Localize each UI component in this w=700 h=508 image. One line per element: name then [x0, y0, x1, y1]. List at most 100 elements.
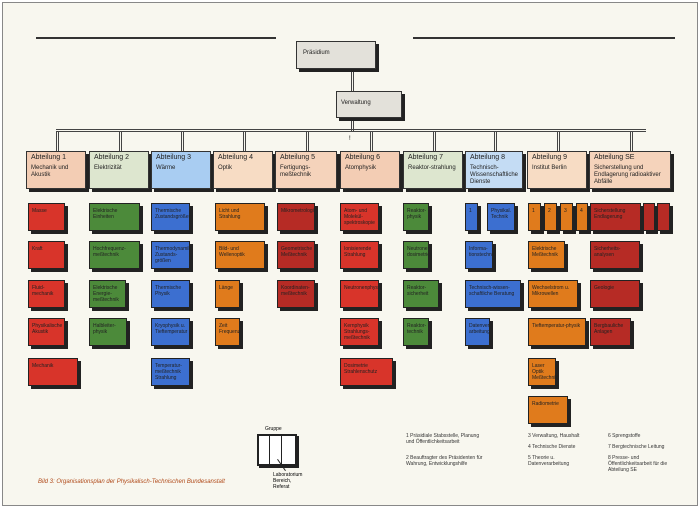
legend-note: 7 Bergtechnische Leitung	[608, 444, 665, 450]
group-box: Zeit Frequenz	[215, 318, 240, 346]
group-box: Thermische Zustandsgrößen	[151, 203, 191, 231]
group-box: Informa-tionstechnik	[465, 241, 495, 269]
group-box: Kraft	[28, 241, 65, 269]
group-box: Elektrische Meßtechnik	[528, 241, 565, 269]
department-name: Optik	[218, 165, 233, 171]
group-box: Temperatur-meßtechnik Strahlung	[151, 358, 190, 386]
department-title: Abteilung 4	[218, 154, 254, 161]
department-name: Fertigungs-meßtechnik	[280, 165, 312, 178]
connector	[370, 131, 373, 151]
group-box: 1	[528, 203, 541, 231]
legend-note: 1 Präsidiale Stabsstelle, Planung und Öf…	[406, 433, 480, 445]
group-box: Thermodynamik Zustands-größen	[151, 241, 191, 269]
connector	[56, 129, 646, 132]
divider	[36, 37, 276, 39]
department-name: Reaktor-strahlung	[408, 165, 456, 171]
department-box: Abteilung 9 Institut Berlin	[527, 151, 587, 189]
legend-note: 2 Beauftragter des Präsidenten für Wahru…	[406, 455, 483, 467]
department-box: Abteilung 7 Reaktor-strahlung	[403, 151, 463, 189]
group-box: Dosimetrie Strahlenschutz	[340, 358, 393, 386]
department-title: Abteilung 8	[470, 154, 506, 161]
group-box: Elektrische Energie-meßtechnik	[89, 280, 126, 308]
department-title: Abteilung 7	[408, 154, 444, 161]
connector	[56, 131, 59, 151]
marker: !	[349, 136, 351, 142]
department-box: Abteilung 4 Optik	[213, 151, 273, 189]
group-box: 1	[465, 203, 478, 231]
group-box: Laser Optik Meßtechnik	[528, 358, 558, 386]
department-box: Abteilung 3 Wärme	[151, 151, 211, 189]
department-name: Sicherstellung und Endlagerung radioakti…	[594, 165, 661, 185]
department-title: Abteilung 9	[532, 154, 568, 161]
legend-note: 5 Theorie u. Datenverarbeitung	[528, 455, 570, 467]
group-box: Atom- und Molekül-spektroskopie	[340, 203, 379, 231]
department-name: Technisch-Wissenschaftliche Dienste	[470, 165, 519, 185]
group-box: Mechanik	[28, 358, 78, 386]
group-box	[657, 203, 670, 231]
connector	[630, 131, 633, 151]
group-box	[643, 203, 655, 231]
group-box: Datenver-arbeitung	[465, 318, 491, 346]
legend-note: 4 Technische Dienste	[528, 444, 576, 450]
group-box: Kernphysik Strahlungs-meßtechnik	[340, 318, 379, 346]
legend-group-label: Gruppe	[265, 426, 282, 432]
president-label: Präsidium	[303, 50, 330, 56]
legend-lab-label: Laboratorium Bereich, Referat	[273, 472, 303, 490]
department-title: Abteilung 6	[345, 154, 381, 161]
legend-note: 6 Sprengstoffe	[608, 433, 641, 439]
department-box: Abteilung 2 Elektrizität	[89, 151, 149, 189]
group-box: Geologie	[590, 280, 640, 308]
connector	[306, 131, 309, 151]
department-title: Abteilung 3	[156, 154, 192, 161]
administration-box: Verwaltung	[336, 91, 402, 118]
group-box: Neutronenphysik	[340, 280, 382, 308]
connector	[119, 131, 122, 151]
group-box: Wechselstrom u. Mikrowellen	[528, 280, 578, 308]
group-box: Sicherheits-analysen	[590, 241, 640, 269]
group-box: 4	[576, 203, 588, 231]
group-box: Ionisierende Strahlung	[340, 241, 379, 269]
department-title: Abteilung 2	[94, 154, 130, 161]
group-box: Neutronen-dosimetrie	[403, 241, 432, 269]
group-box: Hochfrequenz-meßtechnik	[89, 241, 140, 269]
group-box: Radiometrie	[528, 396, 568, 424]
legend-note: 8 Presse- und Öffentlichkeitsarbeit für …	[608, 455, 668, 473]
group-box: Halbleiter-physik	[89, 318, 127, 346]
group-box: Bild- und Wellenoptik	[215, 241, 265, 269]
department-name: Wärme	[156, 165, 176, 171]
president-box: Präsidium	[296, 41, 376, 69]
group-box: 3	[560, 203, 573, 231]
group-box: Reaktor-sicherheit	[403, 280, 439, 308]
group-box: Kryophysik u. Tieftemperatur	[151, 318, 190, 346]
group-box: Mikrometrologie	[277, 203, 317, 231]
group-box: Thermische Physik	[151, 280, 190, 308]
legend-group-symbol	[257, 434, 297, 466]
connector	[433, 131, 436, 151]
group-box: Technisch-wissen-schaftliche Beratung	[465, 280, 521, 308]
group-box: Fluid-mechanik	[28, 280, 65, 308]
group-box: Tieftemperatur-physik	[528, 318, 586, 346]
group-box: Elektrische Einheiten	[89, 203, 140, 231]
group-box: Länge	[215, 280, 240, 308]
department-title: Abteilung 1	[31, 154, 67, 161]
group-box: Geometrische Meßtechnik	[277, 241, 315, 269]
figure-caption: Bild 3: Organisationsplan der Physikalis…	[38, 479, 225, 485]
department-name: Institut Berlin	[532, 165, 567, 171]
group-box: Koordinaten-meßtechnik	[277, 280, 315, 308]
group-box: Sicherstellung Endlagerung	[590, 203, 641, 231]
department-box: Abteilung 8 Technisch-Wissenschaftliche D…	[465, 151, 523, 189]
group-box: Masse	[28, 203, 65, 231]
connector	[494, 131, 497, 151]
connector	[557, 131, 560, 151]
administration-label: Verwaltung	[341, 100, 371, 106]
group-box: Physikalische Akustik	[28, 318, 65, 346]
connector	[243, 131, 246, 151]
group-box: Physikal. Technik	[487, 203, 515, 231]
department-name: Mechanik und Akustik	[31, 165, 69, 178]
group-box: Reaktor-technik	[403, 318, 429, 346]
department-name: Elektrizität	[94, 165, 122, 171]
